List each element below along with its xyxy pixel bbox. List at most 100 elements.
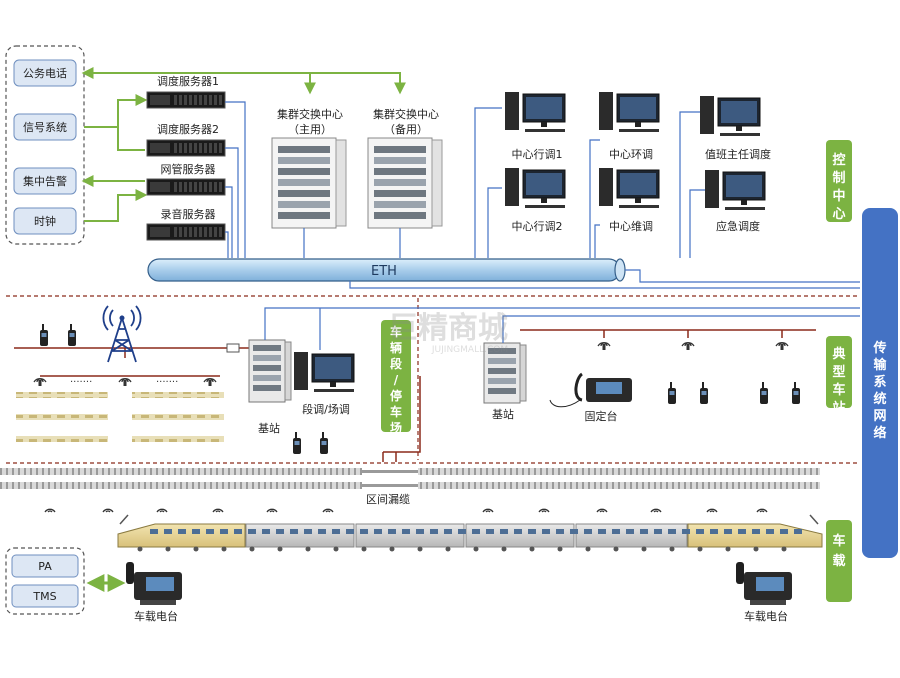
antenna-tower-icon bbox=[102, 305, 142, 363]
train-car bbox=[355, 523, 465, 548]
server-vent bbox=[179, 95, 182, 105]
wave-icon bbox=[482, 508, 494, 513]
wave-icon bbox=[156, 508, 168, 513]
vertical-char: 系 bbox=[873, 374, 886, 390]
server-panel bbox=[150, 95, 170, 105]
server-bus-links bbox=[225, 101, 246, 258]
depot-label-box: 车辆段/停车场 bbox=[381, 320, 411, 435]
cabinet-module bbox=[278, 190, 330, 197]
antenna-base bbox=[208, 380, 212, 386]
train-window bbox=[500, 529, 508, 534]
train-window bbox=[738, 529, 746, 534]
cabinet-module bbox=[374, 168, 426, 175]
train-window bbox=[584, 529, 592, 534]
wave-inner bbox=[599, 510, 605, 513]
antenna-base bbox=[780, 344, 784, 350]
cabinet-module bbox=[374, 201, 426, 208]
antenna-base bbox=[602, 344, 606, 350]
keyboard bbox=[619, 129, 659, 132]
train-window bbox=[248, 529, 256, 534]
monitor-screen bbox=[620, 173, 656, 195]
train-window bbox=[178, 529, 186, 534]
server-panel bbox=[150, 143, 170, 153]
wave-inner bbox=[159, 510, 165, 513]
server-vent bbox=[209, 182, 212, 192]
server-vent bbox=[174, 95, 177, 105]
handheld-radio bbox=[68, 330, 76, 346]
bs-door bbox=[519, 344, 527, 402]
train-wheel bbox=[277, 546, 283, 552]
handset-icon bbox=[736, 562, 744, 584]
server-label: 调度服务器1 bbox=[157, 74, 219, 88]
train-wheel bbox=[669, 546, 675, 552]
watermark-url: JUJINGMALL.COM bbox=[431, 345, 508, 355]
server-vent bbox=[199, 227, 202, 237]
vehicle-radio-left bbox=[126, 562, 182, 605]
train-window bbox=[514, 529, 522, 534]
monitor-stand bbox=[541, 122, 547, 127]
coupler bbox=[226, 343, 240, 353]
radio-display bbox=[321, 441, 327, 445]
train-car bbox=[575, 523, 688, 548]
server-vent bbox=[214, 182, 217, 192]
train-wheel bbox=[193, 546, 199, 552]
server-vent bbox=[209, 95, 212, 105]
vehicle-radio-right-label: 车载电台 bbox=[744, 609, 788, 623]
train-wheel bbox=[781, 546, 787, 552]
external-system-box bbox=[13, 59, 77, 87]
train-window bbox=[458, 529, 466, 534]
train-window bbox=[360, 529, 368, 534]
vehicle-radio-base bbox=[750, 600, 786, 605]
train-window bbox=[612, 529, 620, 534]
radio-antenna bbox=[702, 382, 704, 389]
wave-icon bbox=[102, 508, 114, 513]
server-label: 录音服务器 bbox=[161, 207, 216, 221]
radio-display bbox=[761, 391, 767, 395]
wave-inner bbox=[709, 510, 715, 513]
cabinet-module bbox=[374, 157, 426, 164]
cabinet-module bbox=[278, 212, 330, 219]
train-system-label: TMS bbox=[32, 590, 56, 603]
external-systems-group bbox=[5, 45, 85, 245]
vertical-char: 车 bbox=[832, 533, 845, 549]
wave-icon bbox=[538, 508, 550, 513]
handheld-radios bbox=[33, 324, 800, 454]
wave-inner bbox=[215, 510, 221, 513]
vertical-char: 中 bbox=[832, 188, 845, 204]
vertical-char: 统 bbox=[873, 391, 886, 407]
train-window bbox=[598, 529, 606, 534]
server-vent bbox=[194, 143, 197, 153]
base-station-left-label: 基站 bbox=[258, 421, 280, 435]
monitor-screen bbox=[315, 357, 351, 379]
server-vent bbox=[219, 143, 222, 153]
external-system-box bbox=[13, 113, 77, 141]
antenna-inner bbox=[684, 342, 692, 347]
train-window bbox=[472, 529, 480, 534]
train-window bbox=[416, 529, 424, 534]
train-wheel bbox=[305, 546, 311, 552]
bs-module bbox=[253, 385, 281, 391]
train-wheel bbox=[333, 546, 339, 552]
train-window bbox=[374, 529, 382, 534]
station-feeder-right bbox=[520, 329, 816, 338]
vertical-char: / bbox=[394, 373, 399, 387]
train-window bbox=[668, 529, 676, 534]
train-wheel bbox=[697, 546, 703, 552]
keyboard bbox=[619, 205, 659, 208]
train-car bbox=[245, 523, 355, 548]
train-wheel bbox=[417, 546, 423, 552]
vertical-char: 段 bbox=[390, 356, 403, 371]
bs-door bbox=[284, 341, 292, 401]
train-window bbox=[234, 529, 242, 534]
server-vent bbox=[219, 95, 222, 105]
train-window bbox=[682, 529, 690, 534]
train-wheel bbox=[557, 546, 563, 552]
vertical-char: 站 bbox=[832, 400, 845, 416]
server-vent bbox=[214, 143, 217, 153]
vertical-char: 制 bbox=[832, 170, 845, 186]
server-vent bbox=[219, 227, 222, 237]
monitor-stand bbox=[736, 126, 742, 131]
train-head-right bbox=[687, 523, 823, 548]
bs-module bbox=[488, 358, 516, 364]
